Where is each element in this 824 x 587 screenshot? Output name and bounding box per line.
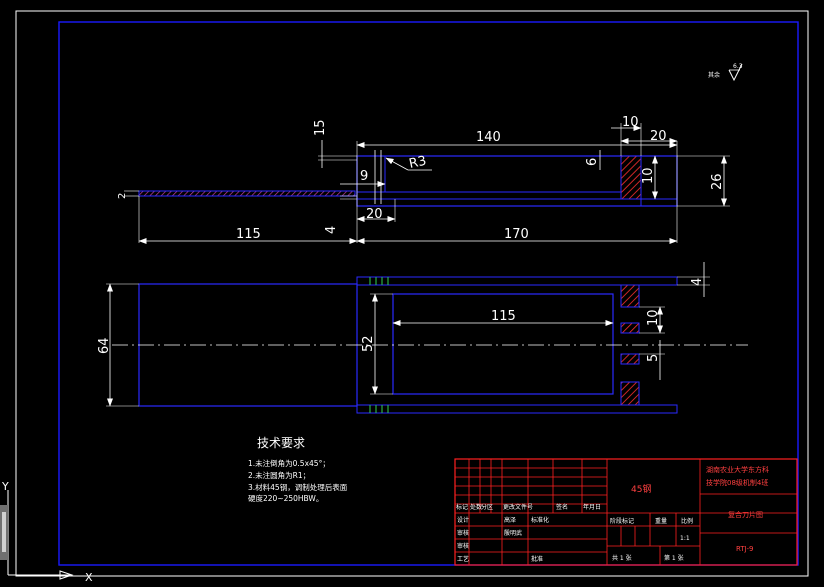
bottom-view: 64 52 115 4 10 5 [97,262,748,414]
drawing-name: 复合刀片图 [728,510,763,519]
row-role-3: 审核 [457,542,469,550]
dim-115-bottom: 115 [491,309,516,324]
row-extra-1: 标准化 [531,516,549,524]
tech-item-1: 1.未注倒角为0.5x45°； [248,458,330,468]
material: 45钢 [631,483,651,495]
dim-4: 4 [324,226,339,234]
dim-115-top: 115 [236,227,261,242]
wall-section-1 [620,284,640,308]
top-view: 140 10 20 6 10 26 15 R3 9 2 4 [117,115,730,244]
wall-section-2 [620,322,640,334]
inner-window [392,293,614,395]
dim-2: 2 [117,193,128,199]
ucs-y-label: Y [1,480,9,493]
dim-r3: R3 [408,154,428,172]
dim-10-vert: 10 [641,167,656,184]
hdr-sign: 签名 [556,503,568,511]
wall-section-3 [620,353,640,365]
school-line-1: 湖南农业大学东方科 [706,465,769,474]
dim-20-top: 20 [650,129,667,144]
sheet-no: 第 1 张 [664,554,684,562]
dim-10-top: 10 [622,115,639,130]
sheet-total: 共 1 张 [612,554,632,562]
roughness-label: 其余 [708,71,720,79]
holder-bottom-rail [356,404,678,414]
drawing-frame [58,21,799,566]
hdr-file: 更改文件号 [503,503,533,511]
tech-requirements: 技术要求 1.未注倒角为0.5x45°； 2.未注圆角为R1； 3.材料45钢，… [248,436,348,503]
drawing-no: RTJ-9 [736,545,753,553]
dim-26: 26 [710,173,725,190]
row-name-1: 高泽 [504,516,516,524]
ucs-x-label: X [85,571,93,584]
hdr-biaoji: 标记 [456,503,468,511]
ratio: 比例 [681,517,693,525]
roughness-symbol: 其余 6.3 [708,63,743,82]
weight: 重量 [655,517,667,525]
tech-item-3: 3.材料45钢，调制处理后表面 [248,482,348,492]
ucs-icon: Y X [0,480,93,584]
roughness-value: 6.3 [733,63,743,70]
end-wall-section [620,155,642,200]
dim-140: 140 [476,130,501,145]
scale: 1:1 [680,535,690,542]
row-extra-4: 批准 [531,555,543,563]
hdr-date: 年月日 [583,503,601,511]
school-line-2: 技学院08级机制4班 [706,478,768,487]
hdr-fenqu: 分区 [481,503,493,511]
row-role-2: 审核 [457,529,469,537]
dim-4-bottom: 4 [690,278,705,286]
dim-10-bottom: 10 [646,309,661,326]
dim-20-bottom: 20 [366,207,383,222]
row-role-4: 工艺 [457,555,469,563]
title-block [454,458,798,566]
hdr-chushu: 处数 [470,503,482,511]
stage-mark: 阶段标记 [610,517,634,525]
row-role-1: 设计 [457,516,469,524]
dim-64: 64 [97,337,112,354]
dim-6: 6 [585,158,600,166]
dim-9: 9 [360,169,368,184]
dim-170: 170 [504,227,529,242]
tech-item-2: 2.未注圆角为R1； [248,470,310,480]
tech-title: 技术要求 [257,436,305,450]
wall-section-4 [620,381,640,406]
dim-52: 52 [361,335,376,352]
sheet-border [15,10,809,577]
row-name-2: 殷明武 [504,529,522,537]
holder-top-rail [356,276,678,286]
tech-item-4: 硬度220~250HBW。 [248,493,323,503]
title-block-text: 45钢 湖南农业大学东方科 技学院08级机制4班 复合刀片图 RTJ-9 1:1… [456,465,769,563]
thin-blade-strip [138,190,356,197]
dim-15: 15 [313,119,328,136]
dim-5: 5 [646,354,661,362]
